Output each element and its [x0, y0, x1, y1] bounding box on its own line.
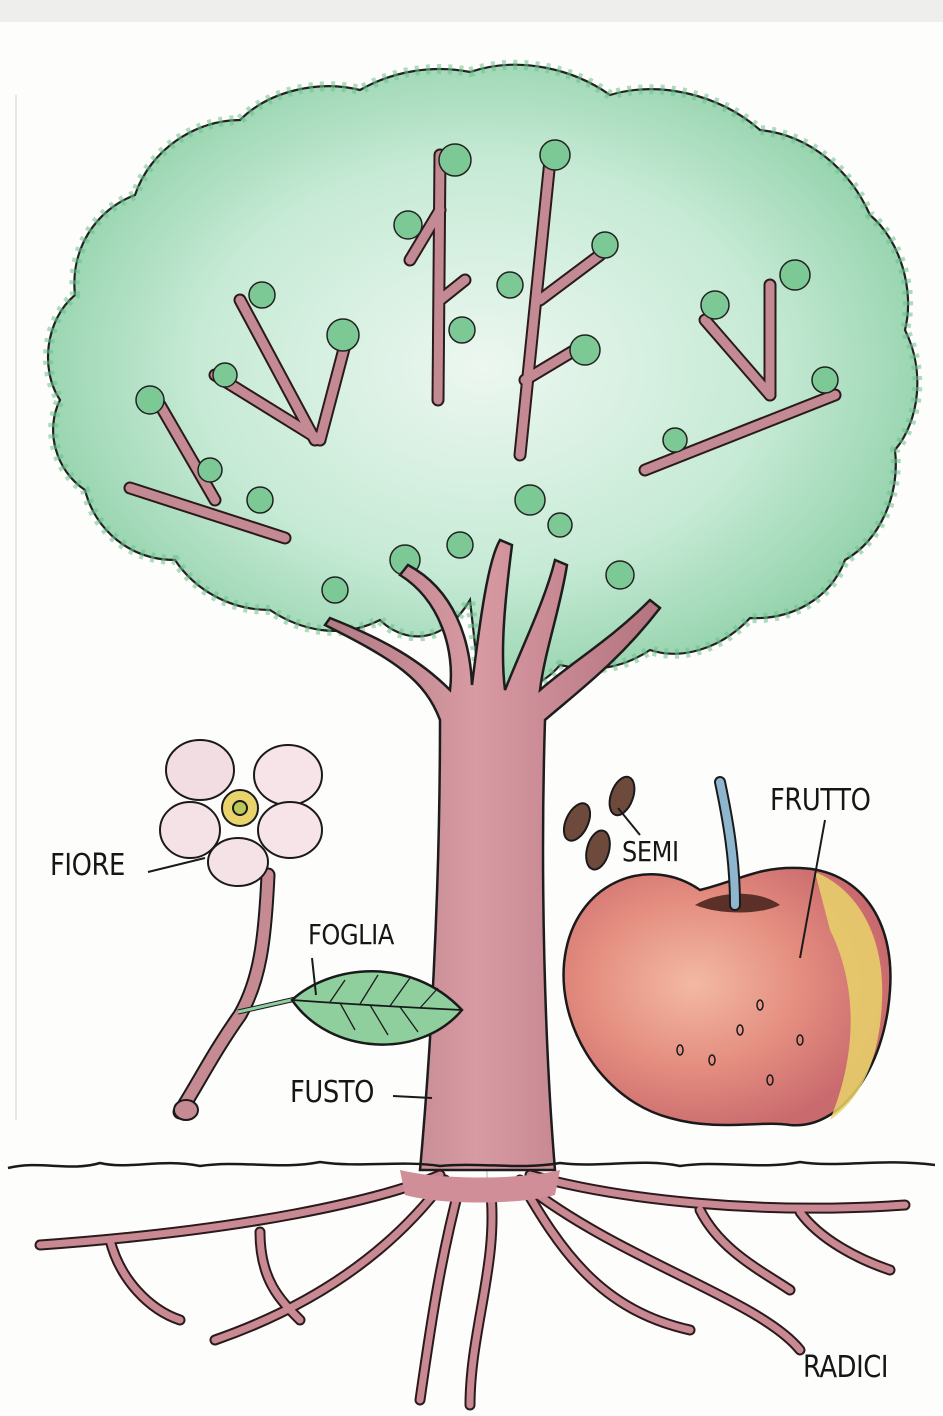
apple: [564, 782, 891, 1125]
flower-branch: [174, 875, 300, 1120]
label-frutto: FRUTTO: [770, 783, 870, 818]
label-radici: RADICI: [803, 1350, 888, 1385]
label-foglia: FOGLIA: [308, 918, 394, 951]
label-fiore: FIORE: [50, 848, 125, 883]
label-fusto: FUSTO: [290, 1075, 374, 1110]
label-semi: SEMI: [622, 835, 679, 868]
tree-roots: [40, 1170, 905, 1405]
